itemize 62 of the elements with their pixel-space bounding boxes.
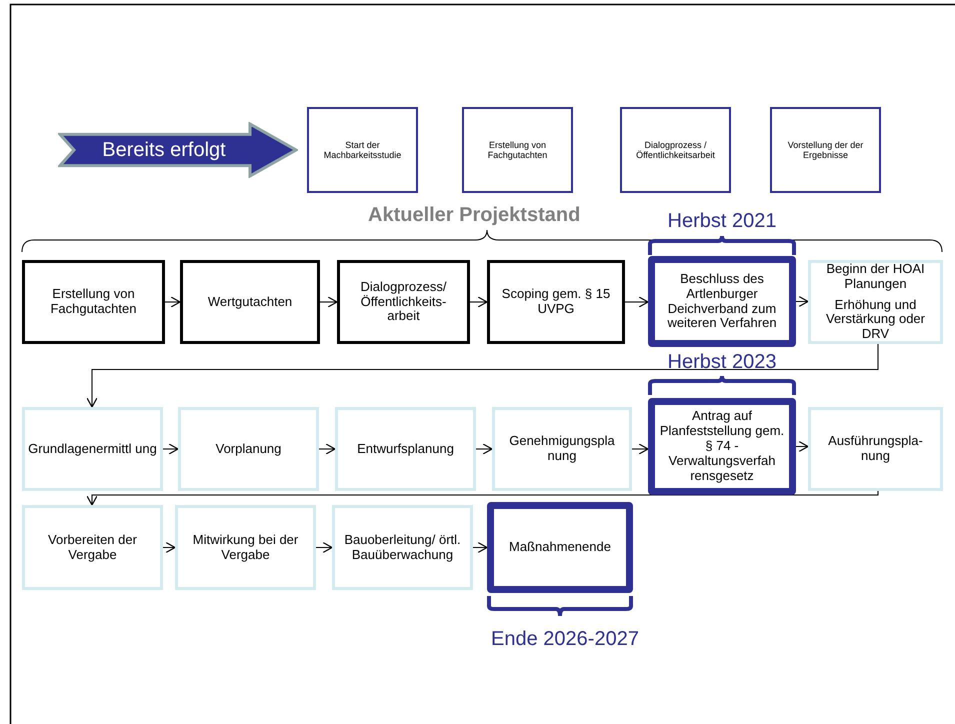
process-box bbox=[335, 407, 476, 491]
node-text: Genehmigungspla nung bbox=[508, 434, 616, 464]
process-box bbox=[770, 107, 881, 193]
process-box bbox=[175, 505, 316, 590]
process-box bbox=[487, 260, 625, 344]
node-text: Entwurfsplanung bbox=[356, 442, 455, 456]
node-text: Wertgutachten bbox=[206, 294, 294, 310]
arrow bbox=[470, 296, 488, 308]
node-text: Vorplanung bbox=[214, 442, 282, 456]
arrow bbox=[86, 344, 878, 408]
node-text: Erhöhung und Verstärkung oder DRV bbox=[824, 298, 926, 342]
process-box bbox=[307, 107, 418, 193]
node-text: Erstellung von Fachgutachten bbox=[486, 140, 548, 160]
process-box bbox=[492, 407, 632, 491]
node-text: Vorstellung der der Ergebnisse bbox=[786, 140, 864, 160]
arrow bbox=[86, 490, 878, 506]
milestone-box bbox=[487, 502, 633, 593]
arrow-banner bbox=[58, 122, 298, 178]
node-text: Erstellung von Fachgutachten bbox=[49, 287, 138, 317]
node-text: Antrag auf Planfeststellung gem. § 74 - Verwaltungsverfah rensgesetz bbox=[658, 409, 786, 484]
arrow bbox=[162, 443, 179, 455]
node-text: Mitwirkung bei der Vergabe bbox=[192, 532, 300, 562]
arrow bbox=[624, 296, 649, 308]
arrow bbox=[796, 296, 809, 308]
node-text: Maßnahmenende bbox=[508, 540, 612, 555]
process-box bbox=[178, 407, 319, 491]
milestone-date: Herbst 2023 bbox=[666, 351, 778, 374]
milestone-box bbox=[648, 256, 796, 347]
process-box bbox=[337, 260, 470, 344]
arrow bbox=[320, 296, 338, 308]
milestone-date: Herbst 2021 bbox=[666, 210, 778, 233]
node-text: Beginn der HOAI Planungen bbox=[825, 262, 926, 292]
arrow bbox=[316, 542, 333, 554]
process-box bbox=[620, 107, 731, 193]
process-box bbox=[462, 107, 573, 193]
process-box bbox=[22, 505, 163, 590]
process-box bbox=[808, 407, 943, 491]
node-text: Beschluss des Artlenburger Deichverband zum weiteren Verfahren bbox=[666, 272, 778, 332]
node-text: Start der Machbarkeitsstudie bbox=[322, 140, 402, 160]
process-box bbox=[22, 260, 165, 344]
arrow bbox=[162, 542, 176, 554]
node-text: Bauoberleitung/ örtl. Bauüberwachung bbox=[343, 532, 462, 562]
milestone-box bbox=[648, 398, 796, 495]
node-text: Vorbereiten der Vergabe bbox=[47, 532, 138, 562]
arrow bbox=[632, 443, 649, 455]
arrow bbox=[472, 542, 488, 554]
arrow bbox=[476, 443, 493, 455]
arrow bbox=[318, 443, 336, 455]
arrow bbox=[164, 296, 181, 308]
node-text: Scoping gem. § 15 UVPG bbox=[500, 287, 612, 317]
arrow bbox=[796, 440, 809, 452]
node-text: Dialogprozess/ Öffentlichkeits- arbeit bbox=[360, 280, 448, 324]
node-text: Bereits erfolgt bbox=[101, 138, 227, 162]
node-text: Ausführungspla- nung bbox=[827, 434, 924, 464]
section-heading: Aktueller Projektstand bbox=[368, 204, 580, 227]
node-text: Dialogprozess / Öffentlichkeitsarbeit bbox=[635, 140, 716, 160]
process-box bbox=[332, 505, 473, 590]
process-box bbox=[808, 260, 943, 344]
node-text: Grundlagenermittl ung bbox=[27, 442, 158, 456]
process-box bbox=[180, 260, 320, 344]
milestone-date: Ende 2026-2027 bbox=[490, 628, 640, 651]
process-box bbox=[22, 407, 163, 491]
